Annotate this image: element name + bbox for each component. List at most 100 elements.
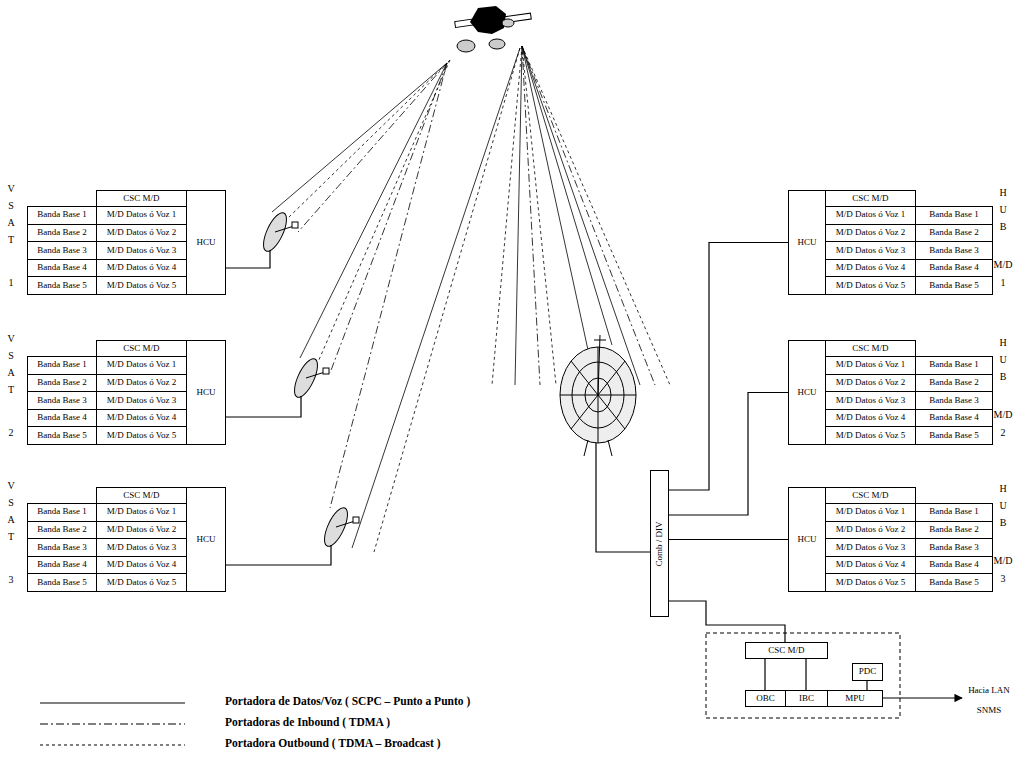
node-text: Banda Base 3: [929, 396, 979, 406]
node-box: CSC M/D: [825, 340, 916, 357]
station-label: V S A T: [4, 330, 18, 398]
node-box: CSC M/D: [825, 190, 916, 207]
node-box: M/D Datos ó Voz 1: [96, 206, 187, 225]
node-text: Comb / DIV: [655, 521, 665, 566]
node-box: HCU: [788, 340, 826, 445]
station-label: V S A T: [4, 477, 18, 545]
node-box: M/D Datos ó Voz 3: [96, 391, 187, 410]
station-label: H U B: [996, 334, 1010, 385]
connector-line: [669, 601, 785, 642]
node-text: M/D Datos ó Voz 4: [107, 263, 177, 273]
legend-text: Portadora Outbound ( TDMA – Broadcast ): [225, 737, 441, 749]
node-text: Banda Base 4: [37, 263, 87, 273]
node-box: Banda Base 4: [27, 259, 97, 278]
node-box: M/D Datos ó Voz 3: [825, 391, 916, 410]
node-text: Banda Base 3: [37, 246, 87, 256]
node-text: M/D Datos ó Voz 1: [836, 210, 906, 220]
dashed-group: [706, 633, 900, 718]
connector-line: [669, 243, 788, 491]
node-text: Banda Base 2: [37, 525, 87, 535]
node-box: Banda Base 5: [915, 573, 993, 592]
lan-arrow: [883, 697, 962, 698]
node-text: Banda Base 3: [37, 543, 87, 553]
node-box: PDC: [852, 663, 883, 681]
node-box: Banda Base 5: [27, 573, 97, 592]
node-text: Banda Base 1: [929, 360, 979, 370]
node-text: M/D Datos ó Voz 1: [107, 507, 177, 517]
station-label: M/D 1: [990, 256, 1016, 292]
node-box: Banda Base 2: [915, 224, 993, 243]
node-box: Banda Base 3: [915, 241, 993, 260]
node-text: HCU: [196, 388, 215, 398]
node-box: Banda Base 5: [27, 426, 97, 445]
node-box: M/D Datos ó Voz 3: [96, 538, 187, 557]
node-text: IBC: [799, 694, 814, 704]
node-text: CSC M/D: [123, 491, 159, 501]
node-text: Banda Base 2: [929, 378, 979, 388]
node-text: Banda Base 5: [37, 578, 87, 588]
node-text: M/D Datos ó Voz 5: [107, 578, 177, 588]
node-text: M/D Datos ó Voz 5: [836, 431, 906, 441]
node-box: M/D Datos ó Voz 2: [825, 521, 916, 540]
node-box: OBC: [745, 690, 786, 707]
node-text: Banda Base 5: [37, 431, 87, 441]
node-box: M/D Datos ó Voz 4: [96, 259, 187, 278]
node-box: Banda Base 3: [915, 391, 993, 410]
node-box: M/D Datos ó Voz 1: [825, 356, 916, 375]
node-text: HCU: [797, 535, 816, 545]
node-text: Banda Base 1: [929, 210, 979, 220]
node-box: M/D Datos ó Voz 5: [96, 276, 187, 295]
node-box: Banda Base 5: [915, 276, 993, 295]
combiner-box: Comb / DIV: [650, 470, 669, 617]
node-text: Banda Base 4: [929, 413, 979, 423]
node-box: Banda Base 4: [27, 409, 97, 428]
node-text: Banda Base 5: [929, 281, 979, 291]
legend-sample: [40, 703, 185, 704]
node-text: M/D Datos ó Voz 2: [107, 378, 177, 388]
vsat-dishes: [226, 210, 359, 565]
node-box: Banda Base 2: [27, 521, 97, 540]
node-box: IBC: [785, 690, 828, 707]
station-label: H U B: [996, 480, 1010, 531]
node-text: HCU: [196, 535, 215, 545]
node-box: CSC M/D: [96, 190, 187, 207]
node-text: CSC M/D: [852, 344, 888, 354]
node-box: M/D Datos ó Voz 5: [825, 276, 916, 295]
node-box: Banda Base 4: [915, 556, 993, 575]
legend-sample: [40, 724, 185, 725]
node-text: Banda Base 5: [37, 281, 87, 291]
station-label: V S A T: [4, 180, 18, 248]
connector-line: [669, 539, 788, 540]
legend-sample: [40, 745, 185, 746]
node-text: CSC M/D: [768, 646, 804, 656]
node-box: Banda Base 5: [27, 276, 97, 295]
node-text: Banda Base 2: [929, 228, 979, 238]
node-box: CSC M/D: [825, 487, 916, 504]
node-box: HCU: [186, 487, 226, 592]
node-box: M/D Datos ó Voz 4: [96, 556, 187, 575]
node-text: M/D Datos ó Voz 3: [107, 396, 177, 406]
node-box: M/D Datos ó Voz 2: [825, 224, 916, 243]
node-box: M/D Datos ó Voz 5: [825, 426, 916, 445]
node-box: M/D Datos ó Voz 4: [825, 259, 916, 278]
satellite: [455, 6, 532, 52]
node-box: M/D Datos ó Voz 2: [825, 374, 916, 393]
node-box: M/D Datos ó Voz 5: [96, 426, 187, 445]
node-text: M/D Datos ó Voz 3: [107, 543, 177, 553]
node-text: PDC: [859, 667, 877, 677]
node-text: M/D Datos ó Voz 5: [107, 431, 177, 441]
node-text: M/D Datos ó Voz 3: [836, 396, 906, 406]
node-text: Banda Base 1: [37, 360, 87, 370]
node-box: Banda Base 1: [915, 503, 993, 522]
node-text: OBC: [756, 694, 775, 704]
node-text: M/D Datos ó Voz 3: [836, 246, 906, 256]
beams: [272, 46, 670, 552]
node-box: HCU: [186, 190, 226, 295]
node-box: M/D Datos ó Voz 1: [96, 503, 187, 522]
hub-antenna: [560, 335, 650, 552]
node-text: M/D Datos ó Voz 4: [836, 560, 906, 570]
node-box: M/D Datos ó Voz 1: [825, 503, 916, 522]
connector-line: [805, 659, 806, 690]
node-text: Banda Base 4: [929, 263, 979, 273]
